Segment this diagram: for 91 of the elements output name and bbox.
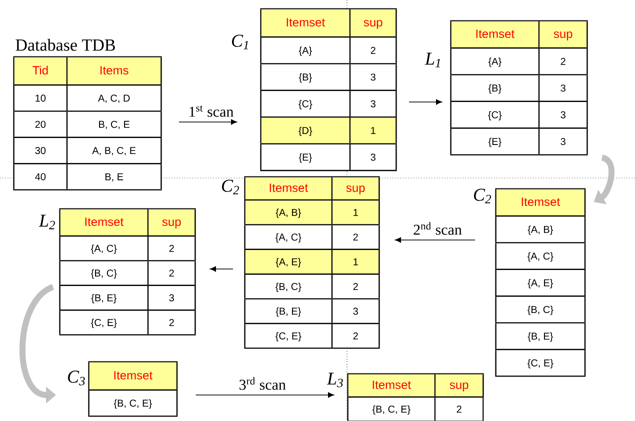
node-label: sup bbox=[346, 185, 365, 194]
table: Itemset sup {A} 2 {B} 3 {C} 3 {E} 3 bbox=[450, 20, 588, 156]
node-label: {A, E} bbox=[276, 258, 302, 268]
edge-label: 3$^{rd}$ scan bbox=[240, 377, 286, 390]
node-label: {B, C} bbox=[276, 282, 302, 292]
table-label: C$_{1}$ bbox=[232, 34, 248, 50]
node-label: {B} bbox=[488, 84, 502, 94]
node-label: Itemset bbox=[476, 30, 514, 38]
node-label: 2 bbox=[370, 46, 376, 54]
node-label: 3 bbox=[560, 111, 566, 118]
table: Itemset sup {A, C} 2 {B, C} 2 {B, E} 3 {C, E} 2 bbox=[59, 208, 196, 336]
node-label: B, C, E bbox=[99, 120, 130, 130]
node-label: 20 bbox=[35, 120, 46, 128]
edge-label: 2$^{nd}$ scan bbox=[414, 222, 462, 235]
node-label: Itemset bbox=[286, 18, 325, 27]
node-label: {B, E} bbox=[528, 332, 554, 342]
node-label: {A, C} bbox=[528, 252, 554, 262]
node-label: 40 bbox=[35, 173, 46, 180]
node-label: {D} bbox=[298, 126, 312, 136]
node-label: {E} bbox=[488, 138, 502, 148]
node-label: Itemset bbox=[85, 218, 124, 226]
node-label: 3 bbox=[353, 308, 358, 315]
node-label: {B} bbox=[298, 73, 312, 83]
node-label: 2 bbox=[353, 332, 358, 340]
node-label: 10 bbox=[36, 94, 46, 102]
node-label: Items bbox=[100, 66, 128, 75]
table-title: Database TDB bbox=[16, 38, 115, 51]
table: Itemset sup {A} 2 {B} 3 {C} 3 {D} 1 {E} 3 bbox=[260, 8, 397, 172]
node-label: 2 bbox=[169, 270, 174, 277]
node-label: {C, E} bbox=[91, 318, 117, 328]
node-label: 1 bbox=[371, 127, 376, 134]
node-label: A, B, C, E bbox=[92, 147, 136, 156]
arrow bbox=[408, 99, 442, 105]
arrow bbox=[178, 119, 237, 125]
node-label: {A, C} bbox=[91, 244, 117, 254]
node-label: 3 bbox=[560, 84, 566, 92]
table: Tid Items 10 A, C, D 20 B, C, E 30 A, B, C, E 40 B, E bbox=[13, 56, 162, 190]
node-label: 30 bbox=[35, 147, 46, 154]
node-label: sup bbox=[162, 219, 181, 228]
node-label: {A, E} bbox=[528, 279, 554, 288]
node-label: 1 bbox=[354, 208, 358, 216]
node-label: {A} bbox=[488, 58, 502, 67]
node-label: 2 bbox=[169, 318, 174, 326]
node-label: 2 bbox=[169, 244, 174, 252]
node-label: {C} bbox=[298, 100, 312, 110]
node-label: 2 bbox=[353, 234, 358, 241]
table: Itemset sup {A, B} 1 {A, C} 2 {A, E} 1 {B, C} 2 {B, E} 3 {C, E} 2 bbox=[244, 176, 380, 349]
node-label: Itemset bbox=[270, 184, 308, 192]
table-label: C$_{2}$ bbox=[474, 188, 492, 204]
table: Itemset sup {B, C, E} 2 bbox=[347, 373, 484, 421]
table: Itemset {A, B} {A, C} {A, E} {B, C} {B, E} {C, E} bbox=[495, 188, 586, 377]
node-label: Itemset bbox=[372, 380, 411, 390]
arrow bbox=[395, 237, 476, 243]
node-label: {A, B} bbox=[276, 208, 302, 218]
node-label: {B, C} bbox=[528, 306, 554, 316]
node-label: 2 bbox=[353, 282, 358, 290]
table-label: C$_{3}$ bbox=[68, 370, 85, 386]
arrow bbox=[195, 392, 334, 398]
node-label: A, C, D bbox=[98, 94, 130, 103]
node-label: 3 bbox=[370, 154, 376, 161]
table-label: L$_{2}$ bbox=[38, 214, 56, 230]
table-label: C$_{2}$ bbox=[222, 180, 240, 194]
node-label: sup bbox=[554, 31, 572, 40]
table-label: L$_{3}$ bbox=[326, 372, 343, 388]
node-label: 3 bbox=[370, 74, 376, 81]
node-label: {B, E} bbox=[91, 294, 117, 304]
edge-label: 1$^{st}$ scan bbox=[190, 106, 234, 117]
node-label: {B, C} bbox=[91, 269, 117, 279]
node-label: {E} bbox=[298, 153, 312, 163]
node-label: sup bbox=[364, 20, 382, 29]
node-label: 3 bbox=[370, 100, 376, 108]
table-label: L$_{1}$ bbox=[424, 52, 440, 68]
node-label: {A, B} bbox=[528, 226, 554, 235]
node-label: B, E bbox=[105, 173, 124, 182]
node-label: {B, E} bbox=[276, 307, 302, 317]
node-label: 2 bbox=[456, 406, 462, 413]
node-label: {A} bbox=[298, 46, 312, 56]
node-label: 3 bbox=[169, 294, 174, 302]
node-label: {C, E} bbox=[276, 332, 302, 342]
arrow bbox=[210, 266, 234, 272]
table: Itemset {B, C, E} bbox=[88, 361, 178, 417]
node-label: Tid bbox=[32, 66, 48, 75]
node-label: Itemset bbox=[522, 198, 560, 206]
node-label: 1 bbox=[354, 258, 358, 266]
node-label: {B, C, E} bbox=[372, 405, 410, 415]
node-label: {C, E} bbox=[528, 359, 554, 368]
node-label: 2 bbox=[560, 58, 566, 65]
node-label: {C} bbox=[488, 111, 502, 120]
node-label: sup bbox=[450, 382, 468, 392]
node-label: 3 bbox=[560, 138, 566, 146]
node-label: {A, C} bbox=[276, 233, 302, 243]
